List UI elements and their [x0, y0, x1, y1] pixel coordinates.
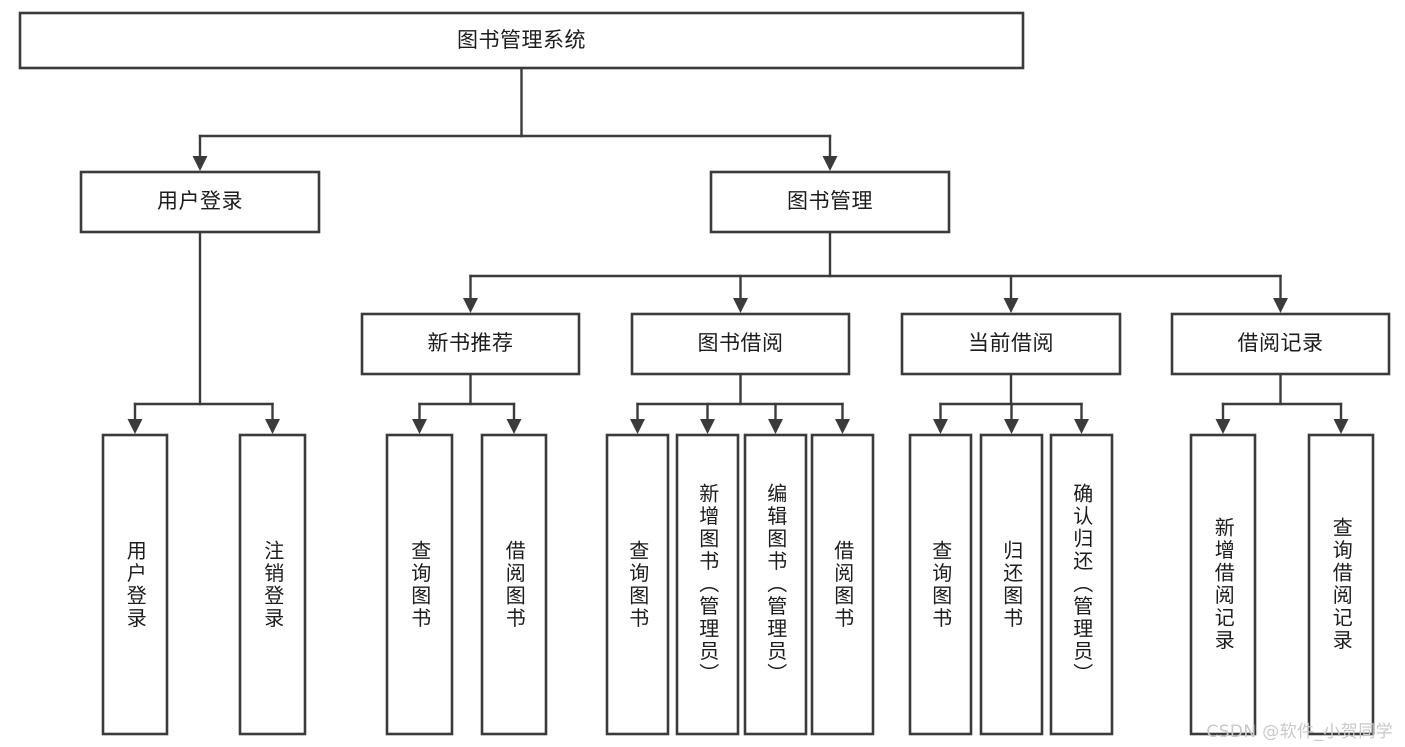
node-box-return-book[interactable] — [979, 433, 1044, 736]
csdn-watermark: CSDN @软件_小贺同学 — [1206, 722, 1393, 742]
node-box-book-borrow[interactable] — [630, 312, 851, 376]
connectors-layer — [127, 66, 1349, 434]
arrow-head-edit-book — [768, 419, 783, 434]
node-box-new-book-recommend[interactable] — [360, 312, 581, 376]
node-box-current-borrow[interactable] — [900, 312, 1122, 376]
node-box-add-book[interactable] — [675, 433, 740, 736]
node-box-add-borrow-record[interactable] — [1189, 433, 1257, 736]
arrow-head-current-borrow — [1003, 298, 1019, 313]
arrow-head-new-book-recommend — [463, 298, 478, 313]
node-box-root[interactable] — [18, 11, 1025, 70]
arrow-head-borrow-book-1 — [506, 419, 522, 434]
arrow-head-query-book-2 — [630, 419, 645, 434]
node-box-borrow-records[interactable] — [1170, 312, 1391, 376]
node-box-query-book-2[interactable] — [605, 433, 670, 736]
arrow-head-borrow-records — [1273, 298, 1288, 313]
node-box-user-login[interactable] — [79, 170, 321, 234]
node-box-borrow-book-2[interactable] — [810, 433, 875, 736]
arrow-head-level1-0 — [192, 156, 208, 171]
node-box-logout-leaf[interactable] — [238, 433, 307, 736]
node-box-edit-book[interactable] — [743, 433, 808, 736]
node-box-query-book-3[interactable] — [908, 433, 973, 736]
boxes-layer — [18, 11, 1391, 736]
arrow-head-confirm-return — [1074, 419, 1089, 434]
node-box-borrow-book-1[interactable] — [480, 433, 548, 736]
arrow-head-add-borrow-record — [1215, 419, 1231, 434]
arrow-head-borrow-book-2 — [835, 419, 850, 434]
node-box-confirm-return[interactable] — [1049, 433, 1114, 736]
arrow-head-logout-leaf — [265, 419, 280, 434]
arrow-head-book-borrow — [733, 298, 748, 313]
node-box-query-book-1[interactable] — [385, 433, 454, 736]
arrow-head-add-book — [700, 419, 715, 434]
node-box-book-management[interactable] — [709, 170, 951, 234]
arrow-head-query-borrow-record — [1333, 419, 1349, 434]
node-box-user-login-leaf[interactable] — [101, 433, 169, 736]
arrow-head-user-login-leaf — [127, 419, 143, 434]
arrow-head-query-book-1 — [412, 419, 427, 434]
arrow-head-return-book — [1004, 419, 1019, 434]
arrow-head-query-book-3 — [933, 419, 948, 434]
node-box-query-borrow-record[interactable] — [1307, 433, 1375, 736]
arrow-head-level1-1 — [822, 156, 838, 171]
